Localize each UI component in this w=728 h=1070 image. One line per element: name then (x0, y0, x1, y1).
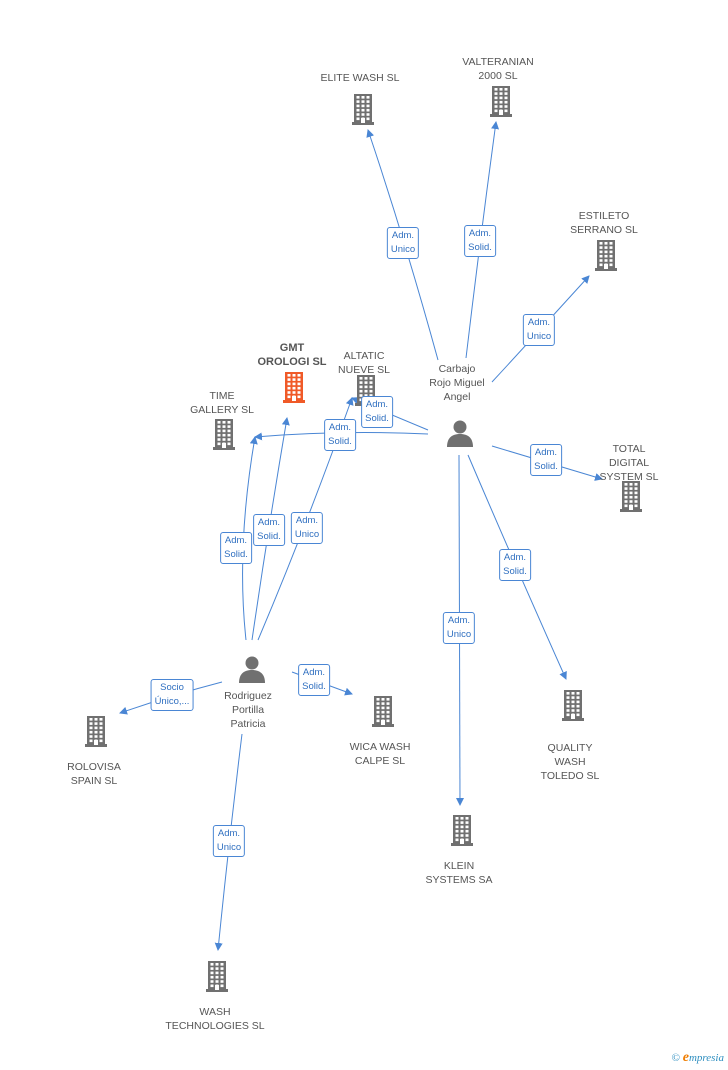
building-icon[interactable] (213, 418, 235, 456)
edge-label-carbajo-valteranian[interactable]: Adm. Solid. (464, 225, 496, 257)
company-label-klein[interactable]: KLEIN SYSTEMS SA (425, 860, 493, 886)
edge-label-carbajo-quality[interactable]: Adm. Solid. (499, 549, 531, 581)
building-icon[interactable] (85, 715, 107, 753)
person-label-rodriguez[interactable]: Rodriguez Portilla Patricia (224, 690, 272, 730)
company-label-gmt[interactable]: GMT OROLOGI SL (257, 342, 327, 368)
company-label-estileto[interactable]: ESTILETO SERRANO SL (570, 210, 638, 236)
edge-label-carbajo-altatic[interactable]: Adm. Solid. (361, 396, 393, 428)
empresia-brand: © empresia (672, 1050, 724, 1066)
brand-initial: e (682, 1050, 689, 1065)
edges-layer (119, 121, 603, 951)
edge-label-rodriguez-time[interactable]: Adm. Solid. (220, 532, 252, 564)
edge-label-carbajo-estileto[interactable]: Adm. Unico (522, 314, 556, 346)
company-label-wash[interactable]: WASH TECHNOLOGIES SL (165, 1006, 265, 1032)
building-icon[interactable] (490, 85, 512, 123)
building-icon[interactable] (206, 960, 228, 998)
edge-label-rodriguez-gmt[interactable]: Adm. Solid. (253, 514, 285, 546)
company-label-altatic[interactable]: ALTATIC NUEVE SL (338, 350, 390, 376)
person-icon[interactable] (238, 655, 266, 688)
edge-label-carbajo-klein[interactable]: Adm. Unico (442, 612, 476, 644)
company-label-rolovisa[interactable]: ROLOVISA SPAIN SL (67, 761, 121, 787)
company-label-elite[interactable]: ELITE WASH SL (320, 72, 400, 84)
edge-label-rodriguez-wash[interactable]: Adm. Unico (212, 825, 246, 857)
company-label-total[interactable]: TOTAL DIGITAL SYSTEM SL (599, 443, 659, 483)
building-icon[interactable] (372, 695, 394, 733)
building-icon[interactable] (595, 239, 617, 277)
edge-label-carbajo-time[interactable]: Adm. Solid. (324, 419, 356, 451)
edge-label-rodriguez-rolovisa[interactable]: Socio Único,... (150, 679, 194, 711)
edge-label-carbajo-total[interactable]: Adm. Solid. (530, 444, 562, 476)
company-label-wica[interactable]: WICA WASH CALPE SL (349, 741, 411, 767)
company-label-valteranian[interactable]: VALTERANIAN 2000 SL (462, 56, 534, 82)
building-icon[interactable] (562, 689, 584, 727)
person-icon[interactable] (446, 419, 474, 452)
edge-label-rodriguez-altatic[interactable]: Adm. Unico (290, 512, 324, 544)
company-label-quality[interactable]: QUALITY WASH TOLEDO SL (540, 742, 600, 782)
building-icon[interactable] (620, 480, 642, 518)
edge-label-carbajo-elite[interactable]: Adm. Unico (386, 227, 420, 259)
copyright-symbol: © (671, 1052, 680, 1064)
company-label-time[interactable]: TIME GALLERY SL (190, 390, 254, 416)
building-icon[interactable] (352, 93, 374, 131)
brand-name: mpresia (688, 1052, 724, 1064)
building-icon[interactable] (451, 814, 473, 852)
person-label-carbajo[interactable]: Carbajo Rojo Miguel Angel (429, 363, 485, 403)
edge-label-rodriguez-wica[interactable]: Adm. Solid. (298, 664, 330, 696)
building-icon[interactable] (283, 371, 305, 409)
